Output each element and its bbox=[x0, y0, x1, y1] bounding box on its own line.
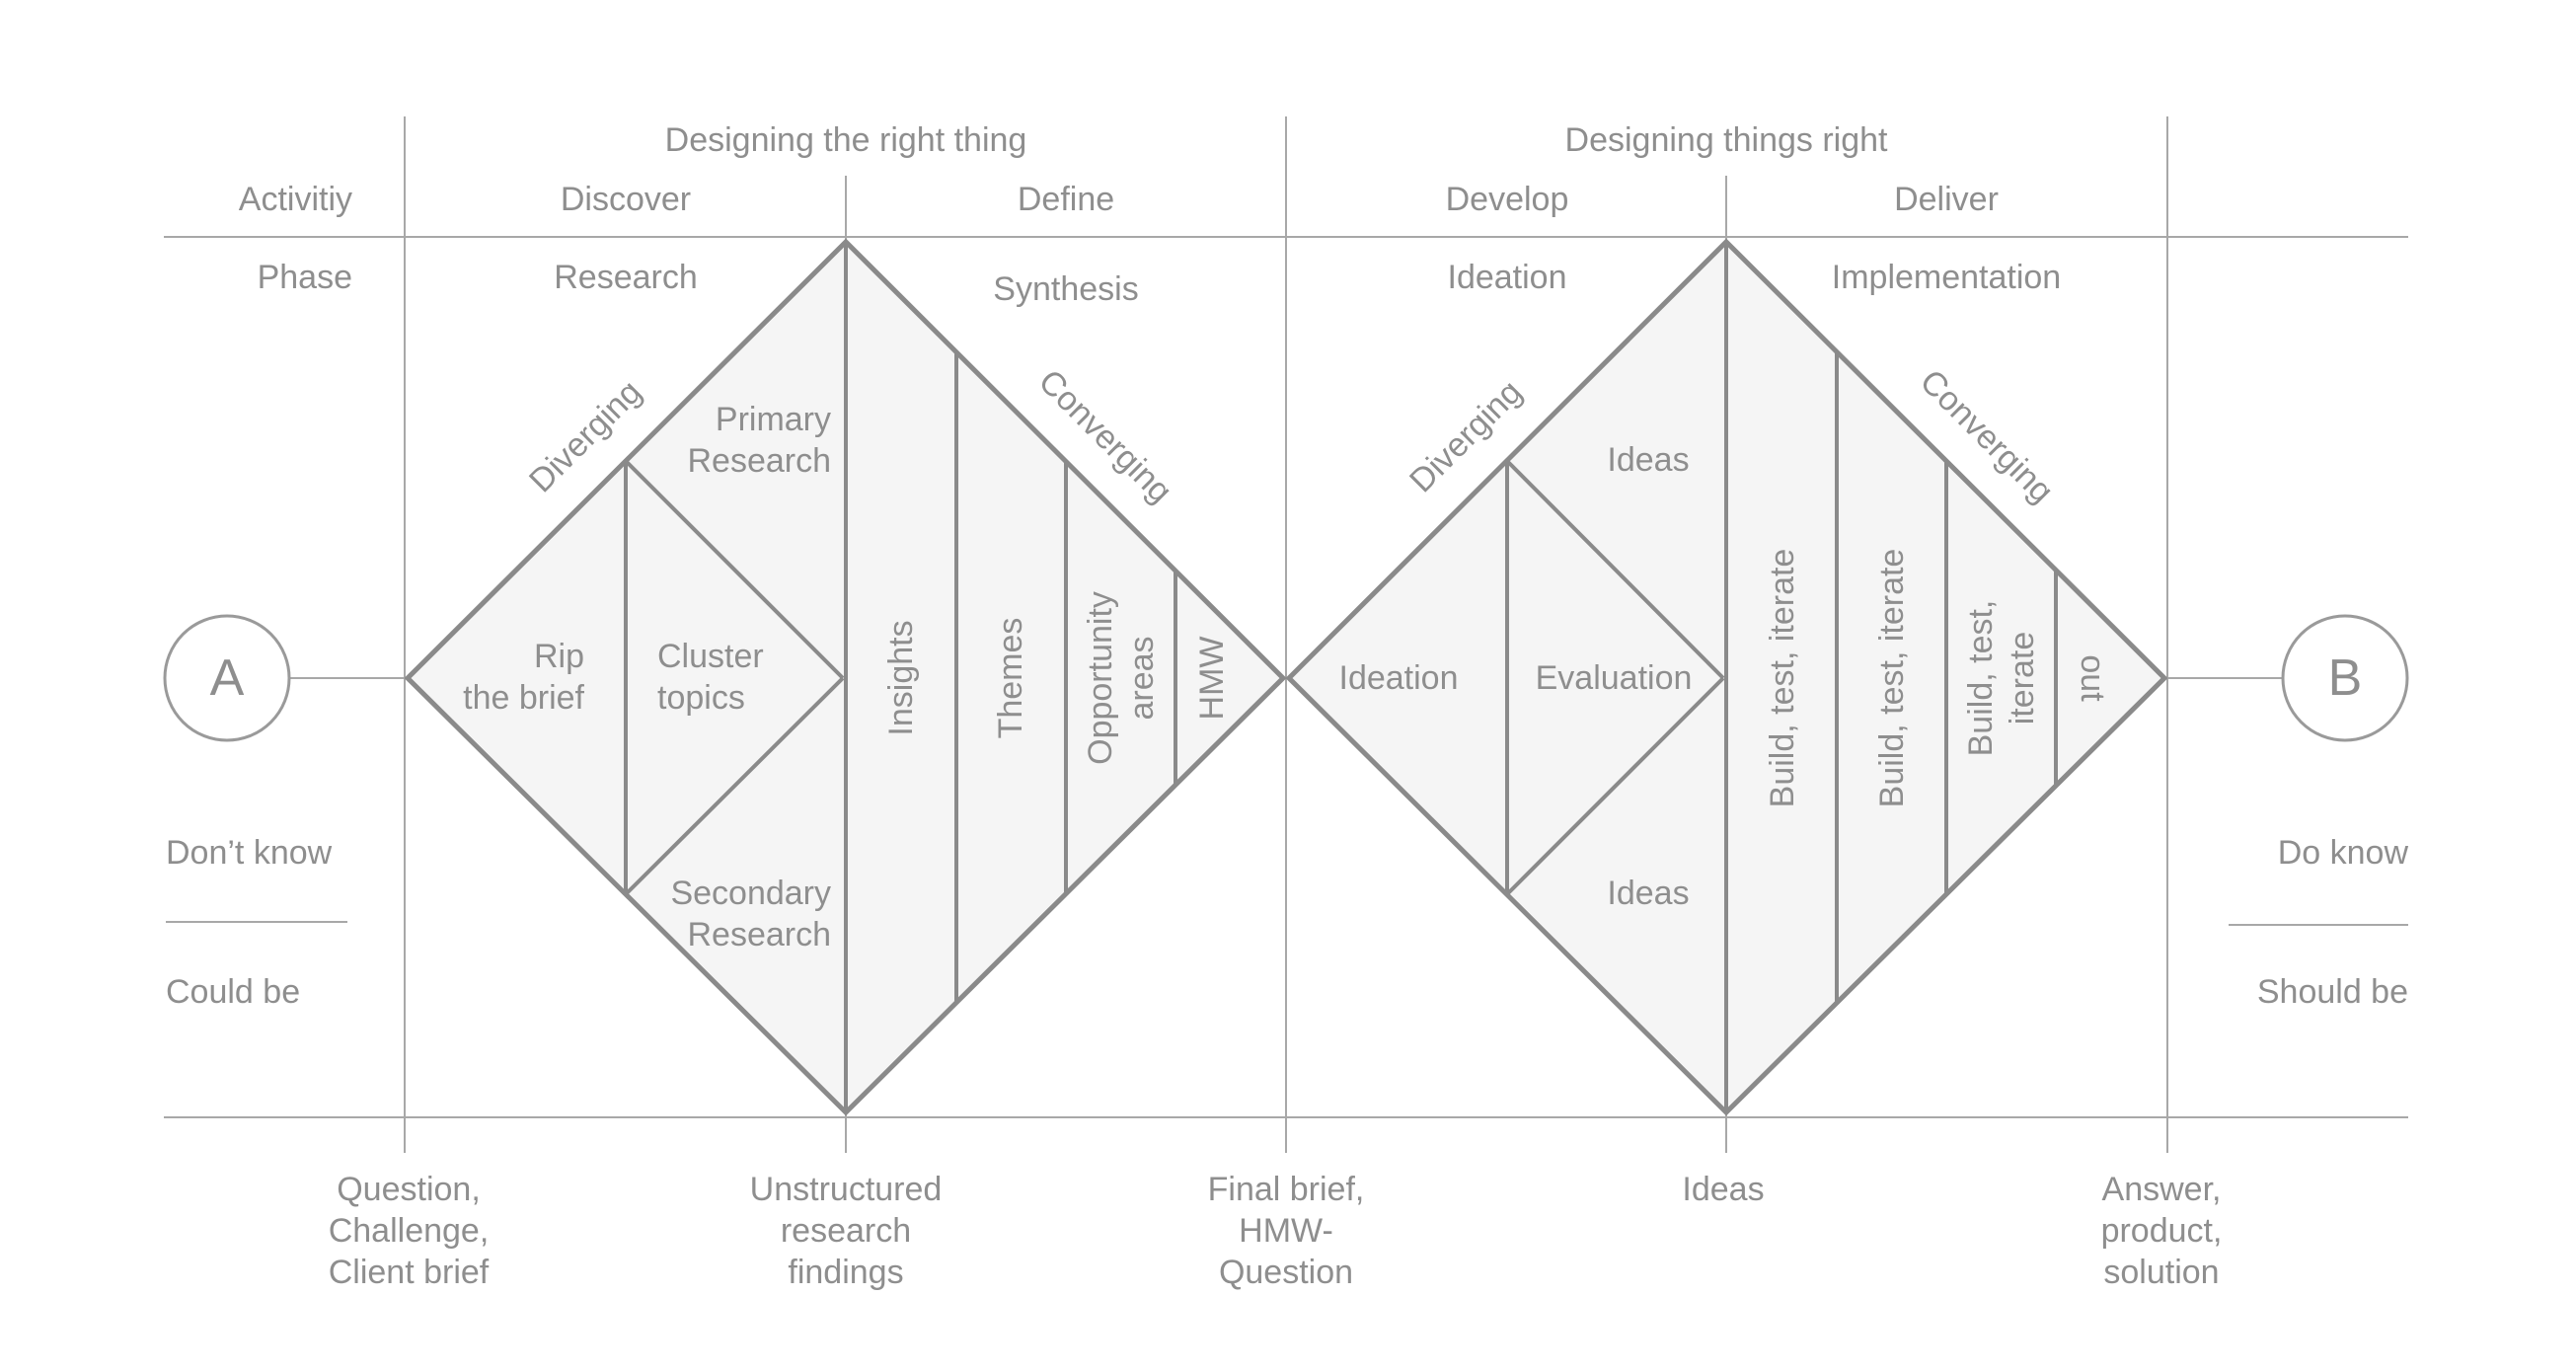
opportunity-areas-label-2: areas bbox=[1123, 636, 1161, 720]
output-1-line-3: Client brief bbox=[329, 1254, 490, 1291]
output-1-line-1: Question, bbox=[337, 1171, 481, 1208]
group-right-label: Designing things right bbox=[1565, 121, 1889, 159]
end-circle: B bbox=[2281, 614, 2409, 742]
build-test-iterate-2-label: Build, test, iterate bbox=[1873, 549, 1911, 808]
start-bottom-label: Could be bbox=[166, 973, 300, 1011]
header: Designing the right thing Designing thin… bbox=[239, 121, 2061, 308]
output-2-line-1: Unstructured bbox=[750, 1171, 943, 1208]
right-div-eval-bottom bbox=[1505, 676, 1725, 896]
output-3-line-1: Final brief, bbox=[1208, 1171, 1365, 1208]
out-label: out bbox=[2074, 654, 2111, 702]
side-labels: Don’t know Could be Do know Should be bbox=[166, 834, 2408, 1011]
insights-label: Insights bbox=[882, 620, 920, 735]
group-left-label: Designing the right thing bbox=[665, 121, 1027, 159]
row-activity-label: Activitiy bbox=[239, 181, 352, 218]
row-phase-label: Phase bbox=[258, 259, 352, 296]
activity-define: Define bbox=[1018, 181, 1114, 218]
output-5-line-2: product, bbox=[2101, 1212, 2223, 1250]
build-test-iterate-1-label: Build, test, iterate bbox=[1764, 549, 1801, 808]
cluster-topics-label-1: Cluster bbox=[657, 638, 764, 675]
secondary-research-label-1: Secondary bbox=[670, 875, 831, 912]
primary-research-label-2: Research bbox=[687, 442, 831, 480]
build-test-iterate-3-label-1: Build, test, bbox=[1962, 600, 2000, 757]
output-5-line-3: solution bbox=[2103, 1254, 2219, 1291]
cluster-topics-label-2: topics bbox=[657, 679, 745, 717]
right-diamond bbox=[1285, 238, 2168, 1116]
activity-deliver: Deliver bbox=[1894, 181, 1999, 218]
right-div-eval-top bbox=[1505, 459, 1725, 680]
left-div-cluster-top bbox=[624, 459, 845, 680]
hmw-label: HMW bbox=[1193, 637, 1231, 721]
opportunity-areas-label-1: Opportunity bbox=[1082, 591, 1119, 765]
output-1-line-2: Challenge, bbox=[329, 1212, 490, 1250]
activity-develop: Develop bbox=[1446, 181, 1569, 218]
left-div-cluster-bottom bbox=[624, 676, 845, 896]
output-2-line-3: findings bbox=[788, 1254, 903, 1291]
end-bottom-label: Should be bbox=[2257, 973, 2408, 1011]
output-2-line-2: research bbox=[781, 1212, 911, 1250]
end-letter: B bbox=[2328, 649, 2363, 707]
end-top-label: Do know bbox=[2278, 834, 2409, 872]
start-letter: A bbox=[210, 649, 245, 707]
phase-synthesis: Synthesis bbox=[993, 270, 1138, 308]
phase-research: Research bbox=[554, 259, 698, 296]
activity-discover: Discover bbox=[561, 181, 691, 218]
evaluation-label: Evaluation bbox=[1536, 659, 1693, 697]
outputs: Question, Challenge, Client brief Unstru… bbox=[329, 1171, 2223, 1291]
output-3-line-3: Question bbox=[1219, 1254, 1353, 1291]
themes-label: Themes bbox=[992, 618, 1029, 739]
output-5-line-1: Answer, bbox=[2102, 1171, 2222, 1208]
build-test-iterate-3-label-2: iterate bbox=[2004, 632, 2041, 725]
rip-brief-label-1: Rip bbox=[534, 638, 584, 675]
phase-ideation: Ideation bbox=[1448, 259, 1567, 296]
start-top-label: Don’t know bbox=[166, 834, 333, 872]
phase-implementation: Implementation bbox=[1832, 259, 2061, 296]
output-4-line-1: Ideas bbox=[1682, 1171, 1764, 1208]
start-circle: A bbox=[163, 614, 291, 742]
rip-brief-label-2: the brief bbox=[463, 679, 584, 717]
ideation-label: Ideation bbox=[1339, 659, 1459, 697]
secondary-research-label-2: Research bbox=[687, 916, 831, 953]
ideas-bottom-label: Ideas bbox=[1607, 875, 1689, 912]
ideas-top-label: Ideas bbox=[1607, 441, 1689, 479]
left-diamond bbox=[404, 238, 1287, 1116]
primary-research-label-1: Primary bbox=[716, 401, 831, 438]
output-3-line-2: HMW- bbox=[1239, 1212, 1333, 1250]
